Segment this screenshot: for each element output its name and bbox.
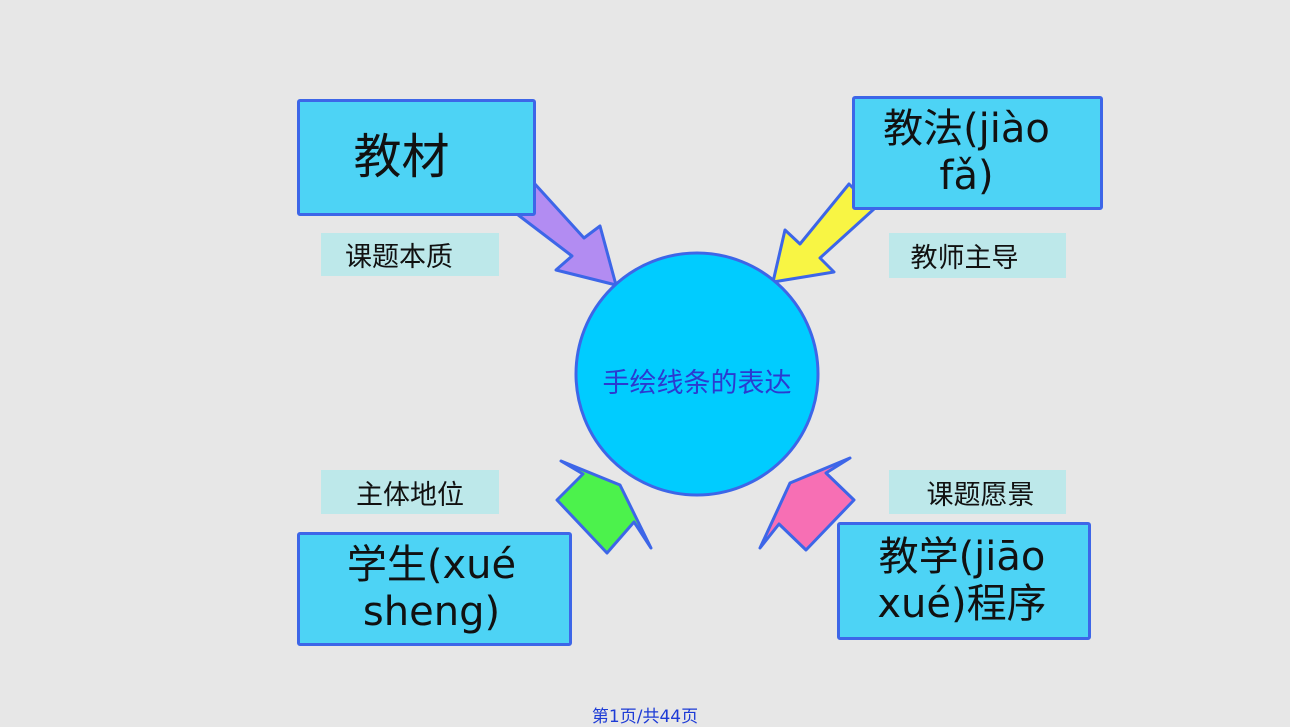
arrow-bottom-right <box>758 456 856 552</box>
box-student: 学生(xué sheng) <box>297 532 572 646</box>
box-student-label: 学生(xué sheng) <box>346 541 517 635</box>
center-circle <box>574 251 820 497</box>
tag-subject-status: 主体地位 <box>321 470 499 514</box>
center-label: 手绘线条的表达 <box>602 367 792 399</box>
box-teaching-procedure: 教学(jiāo xué)程序 <box>837 522 1091 640</box>
arrow-bottom-left <box>555 459 653 555</box>
box-textbook-label: 教材 <box>353 129 450 186</box>
tag-topic-essence: 课题本质 <box>321 233 499 276</box>
box-teaching-procedure-label: 教学(jiāo xué)程序 <box>877 533 1047 627</box>
box-textbook: 教材 <box>297 99 536 216</box>
tag-topic-vision: 课题愿景 <box>889 470 1066 514</box>
tag-teacher-led: 教师主导 <box>889 233 1066 278</box>
page-number: 第1页/共44页 <box>591 707 699 727</box>
box-teaching-method: 教法(jiào fǎ) <box>852 96 1103 210</box>
arrow-top-right <box>771 182 876 284</box>
box-teaching-method-label: 教法(jiào fǎ) <box>883 105 1050 199</box>
